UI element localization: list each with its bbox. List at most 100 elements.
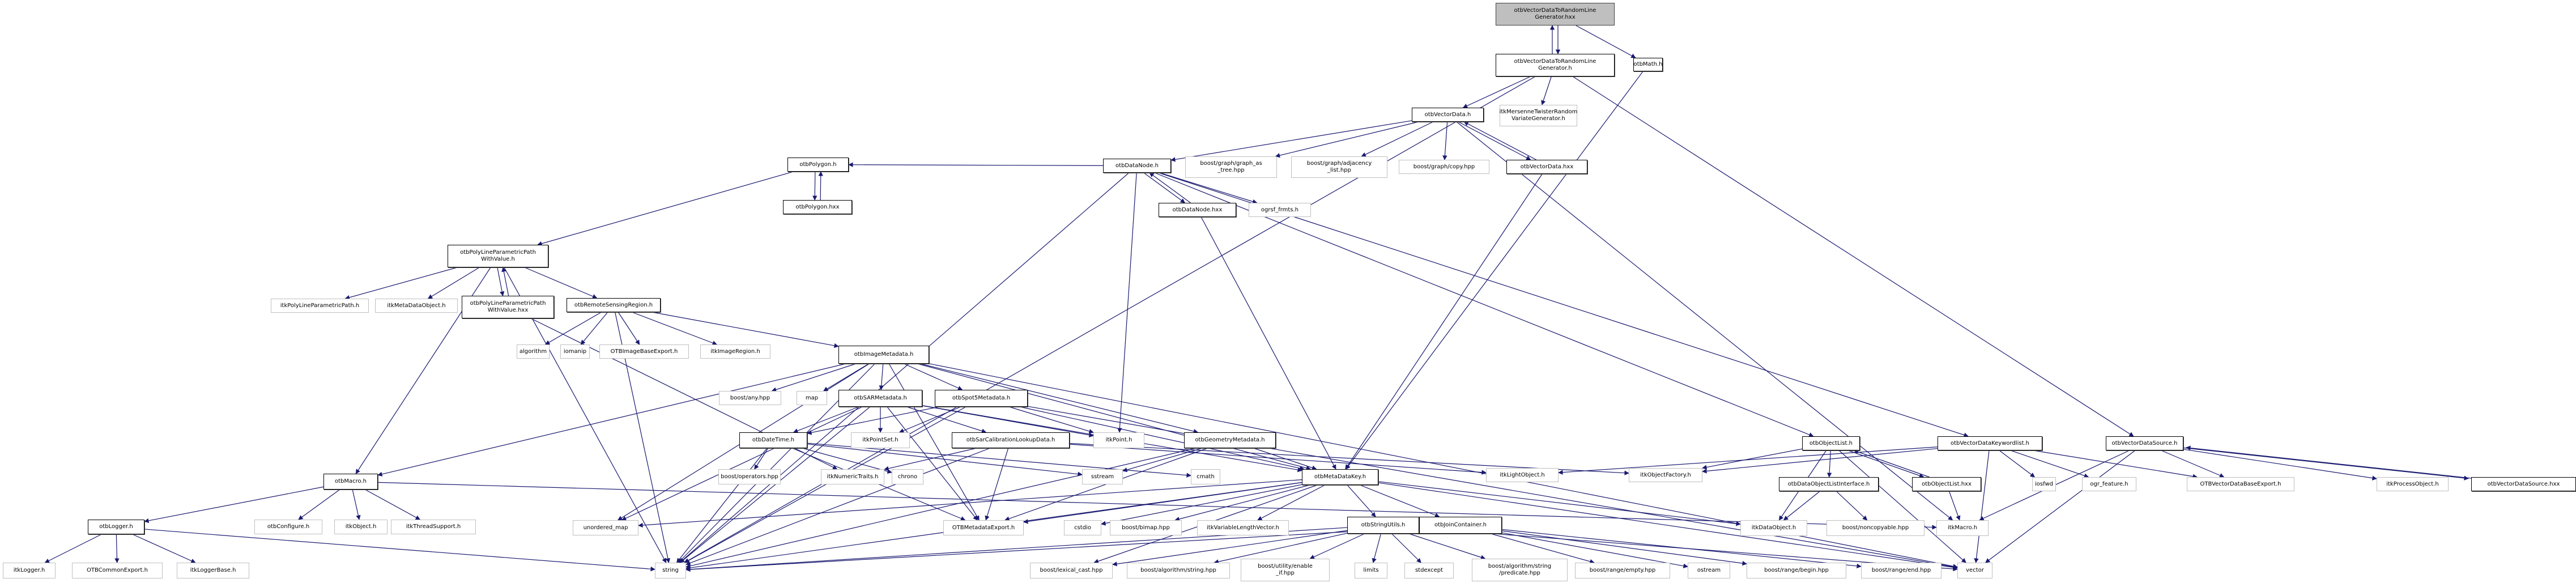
graph-node-datanode-hxx[interactable]: otbDataNode.hxx [1159,203,1236,217]
edge-datetime-to-boostoperators [754,448,769,470]
edge-keywordlist-to-objectfactory [1702,448,1938,474]
edge-polyline_h-to-rsregion [524,267,598,299]
graph-node-objectlist-h[interactable]: otbObjectList.h [1802,436,1860,450]
graph-node-itkobject: itkObject.h [334,520,388,534]
edge-imagemetadata-to-otbmacro [377,363,846,477]
edge-spot5metadata-to-vector [1027,406,1958,569]
graph-node-geometrymetadata[interactable]: otbGeometryMetadata.h [1184,432,1276,448]
edge-vdsource_hxx-to-vdsource_h [2186,445,2475,479]
edge-datanode_h-to-itkpoint [1117,172,1137,433]
graph-node-spot5metadata[interactable]: otbSpot5Metadata.h [935,390,1028,407]
edge-metadatakey-to-varlenvector [1257,484,1325,521]
edge-sarmetadata-to-metadataexport [887,406,978,521]
edge-vectordata_hxx-to-metadatakey [1345,173,1543,470]
graph-node-datetime[interactable]: otbDateTime.h [739,432,807,448]
graph-node-dataobject: itkDataObject.h [1740,520,1807,536]
graph-node-datanode-h[interactable]: otbDataNode.h [1103,159,1171,173]
graph-node-map: map [797,391,827,405]
graph-node-sarcalib[interactable]: otbSarCalibrationLookupData.h [952,432,1070,448]
edge-logger-to-string [144,529,655,572]
edge-objectlist_h-to-objectfactory [1702,448,1803,470]
graph-node-boostany: boost/any.hpp [719,391,781,405]
edge-rsregion-to-imagebaseexport [618,312,640,345]
graph-node-polyline-hxx[interactable]: otbPolyLineParametricPath WithValue.hxx [462,296,554,318]
edge-otbmacro-to-threadsupport [365,489,421,520]
graph-node-polyline-h[interactable]: otbPolyLineParametricPath WithValue.h [448,245,548,267]
edge-spot5metadata-to-datetime [807,406,939,435]
edge-sarmetadata-to-sarcalib [906,406,987,433]
edge-stringutils-to-limits [1372,533,1382,563]
edge-spot5metadata-to-pointset [899,406,961,433]
edge-joincontainer-to-ostream [1501,532,1688,568]
edge-logger-to-loggerbase [132,534,196,563]
edge-imagemetadata-to-metadatakey [917,363,1312,471]
graph-node-imagemetadata[interactable]: otbImageMetadata.h [838,346,929,364]
edge-imagemetadata-to-boostany [771,363,856,392]
graph-node-varlenvector: itkVariableLengthVector.h [1197,520,1289,535]
graph-node-logger[interactable]: otbLogger.h [88,520,144,534]
edge-imagemetadata-to-map [823,363,869,392]
graph-node-objectlist-hxx[interactable]: otbObjectList.hxx [1912,477,1981,491]
graph-node-imagebaseexport: OTBImageBaseExport.h [599,344,689,359]
edge-polyline_hxx-to-polyline_h [501,267,509,296]
graph-node-iosfwd: iosfwd [2032,477,2056,491]
graph-node-gen-h[interactable]: otbVectorDataToRandomLine Generator.h [1496,54,1615,76]
graph-node-polygon-h[interactable]: otbPolygon.h [787,158,849,172]
graph-node-commonexport: OTBCommonExport.h [72,563,163,579]
edge-sarmetadata-to-string [679,406,871,563]
edge-sarmetadata-to-datetime [793,406,859,433]
edge-datanode_hxx-to-metadatakey [1200,216,1336,470]
edge-datanode_h-to-ogrsf [1160,172,1258,204]
edge-vectordata_h-to-datanode_h [1170,120,1412,162]
graph-node-itkmacro: itkMacro.h [1936,520,1989,536]
graph-node-rangeempty: boost/range/empty.hpp [1575,563,1670,579]
edge-joincontainer-to-string [685,527,1420,572]
graph-node-bimap: boost/bimap.hpp [1110,520,1182,535]
graph-node-sarmetadata[interactable]: otbSARMetadata.h [838,390,922,407]
edge-joincontainer-to-rangeend [1501,529,1862,569]
graph-node-math[interactable]: otbMath.h [1633,58,1663,71]
graph-node-string: string [655,563,686,579]
edge-root-to-math [1576,25,1636,58]
graph-node-polygon-hxx[interactable]: otbPolygon.hxx [783,200,852,214]
graph-node-itklogger: itkLogger.h [3,563,56,579]
graph-node-algorithm: algorithm [517,344,550,359]
graph-node-rsregion[interactable]: otbRemoteSensingRegion.h [567,298,661,312]
graph-node-enableif: boost/utility/enable _if.hpp [1241,559,1330,581]
edge-metadatakey-to-bimap [1174,484,1310,522]
graph-node-itkpolyline: itkPolyLineParametricPath.h [271,299,369,313]
graph-node-adjacency: boost/graph/adjacency _list.hpp [1291,156,1387,178]
graph-node-stringutils[interactable]: otbStringUtils.h [1347,517,1419,534]
graph-node-otbmacro[interactable]: otbMacro.h [323,474,378,490]
edge-vdsource_h-to-vector [1985,450,2136,563]
edge-vdsource_h-to-vdsource_hxx [2180,447,2469,480]
graph-node-graph-copy: boost/graph/copy.hpp [1399,160,1489,174]
edge-gen_h-to-vectordata_h [1462,76,1531,108]
graph-node-vectordata-hxx[interactable]: otbVectorData.hxx [1506,160,1587,174]
edge-stringutils-to-lexicalcast [1112,530,1348,567]
graph-node-dolistinterface[interactable]: otbDataObjectListInterface.h [1779,477,1879,491]
edge-vectordata_h-to-adjacency [1361,121,1433,157]
graph-node-vdsource-h[interactable]: otbVectorDataSource.h [2106,436,2183,450]
graph-node-ogrsf: ogrsf_frmts.h [1249,203,1311,217]
edge-objectlist_h-to-objectlist_hxx [1848,450,1924,478]
edge-datanode_h-to-string [679,172,1129,563]
edge-math-to-metadatakey [1346,71,1643,470]
graph-node-joincontainer[interactable]: otbJoinContainer.h [1419,517,1502,534]
edge-joincontainer-to-rangebegin [1501,530,1747,566]
graph-node-chrono: chrono [892,469,923,484]
edge-metadatakey-to-unordered_map [638,479,1302,528]
edge-gen_h-to-string [684,76,1536,563]
graph-node-itkpoint: itkPoint.h [1093,432,1144,448]
graph-node-root[interactable]: otbVectorDataToRandomLine Generator.hxx [1496,3,1615,25]
edge-datanode_hxx-to-datanode_h [1149,172,1191,203]
graph-node-vdsource-hxx[interactable]: otbVectorDataSource.hxx [2471,477,2576,491]
graph-node-metadatakey[interactable]: otbMetaDataKey.h [1302,469,1378,485]
graph-node-threadsupport: itkThreadSupport.h [391,520,476,534]
graph-node-keywordlist[interactable]: otbVectorDataKeywordlist.h [1938,436,2042,450]
edge-imagemetadata-to-spot5metadata [904,363,963,390]
edge-stringutils-to-enableif [1309,533,1365,559]
graph-node-vectordata-h[interactable]: otbVectorData.h [1412,108,1484,122]
graph-node-pointset: itkPointSet.h [851,432,910,448]
